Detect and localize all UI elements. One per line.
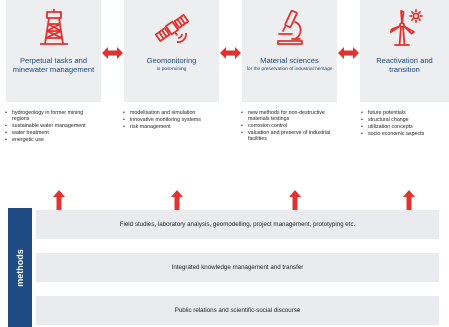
headframe-icon bbox=[34, 8, 74, 48]
methods-sidebar: methods bbox=[8, 208, 32, 327]
list-item: innovative monitoring systems bbox=[122, 117, 220, 124]
list-item: energetic use bbox=[4, 137, 102, 144]
list-item: hydrogeology in former mining regions bbox=[4, 110, 102, 123]
topic-bullet-list: modelisation and simulation innovative m… bbox=[122, 110, 220, 131]
wind-turbine-icon bbox=[385, 8, 425, 48]
topic-bullet-list: future potentials structural change util… bbox=[360, 110, 446, 137]
method-row-public-relations: Public relations and scientific-social d… bbox=[36, 296, 439, 325]
topic-subtitle: in post-mining bbox=[156, 67, 187, 72]
satellite-icon bbox=[152, 8, 192, 48]
list-item: structural change bbox=[360, 117, 446, 124]
double-arrow-horizontal bbox=[220, 46, 241, 60]
double-arrow-horizontal bbox=[338, 46, 359, 60]
topic-title: Geomonitoring bbox=[146, 56, 197, 65]
topic-title: Reactivation and transition bbox=[376, 56, 433, 75]
double-arrow-vertical bbox=[52, 190, 66, 224]
method-row-field-studies: Field studies, laboratory analysis, geom… bbox=[36, 210, 439, 239]
list-item: risk management bbox=[122, 124, 220, 131]
list-item: sustainable water management bbox=[4, 123, 102, 130]
double-arrow-horizontal bbox=[102, 46, 123, 60]
microscope-icon bbox=[270, 8, 310, 48]
topic-panel-material-sciences: Material sciences for the preservation o… bbox=[242, 0, 337, 102]
double-arrow-vertical bbox=[170, 190, 184, 224]
list-item: water treatment bbox=[4, 130, 102, 137]
list-item: modelisation and simulation bbox=[122, 110, 220, 117]
topic-panel-minewater: Perpetual tasks and minewater management bbox=[6, 0, 101, 102]
method-row-knowledge-management: Integrated knowledge management and tran… bbox=[36, 253, 439, 282]
list-item: corrosion control bbox=[240, 123, 338, 130]
methods-label: methods bbox=[15, 248, 25, 287]
topic-bullet-list: hydrogeology in former mining regions su… bbox=[4, 110, 102, 144]
double-arrow-vertical bbox=[402, 190, 416, 224]
list-item: valuation and preserve of industrial fac… bbox=[240, 130, 338, 143]
topic-title: Material sciences bbox=[260, 56, 319, 65]
topic-subtitle: for the preservation of industrial herit… bbox=[246, 67, 333, 72]
topic-bullet-list: new methods for non-destructive material… bbox=[240, 110, 338, 143]
topic-panel-geomonitoring: Geomonitoring in post-mining bbox=[124, 0, 219, 102]
list-item: socio economic aspects bbox=[360, 131, 446, 138]
topic-title: Perpetual tasks and minewater management bbox=[12, 56, 95, 75]
list-item: future potentials bbox=[360, 110, 446, 117]
double-arrow-vertical bbox=[288, 190, 302, 224]
list-item: utilization concepts bbox=[360, 124, 446, 131]
list-item: new methods for non-destructive material… bbox=[240, 110, 338, 123]
topic-panel-reactivation: Reactivation and transition bbox=[360, 0, 449, 102]
